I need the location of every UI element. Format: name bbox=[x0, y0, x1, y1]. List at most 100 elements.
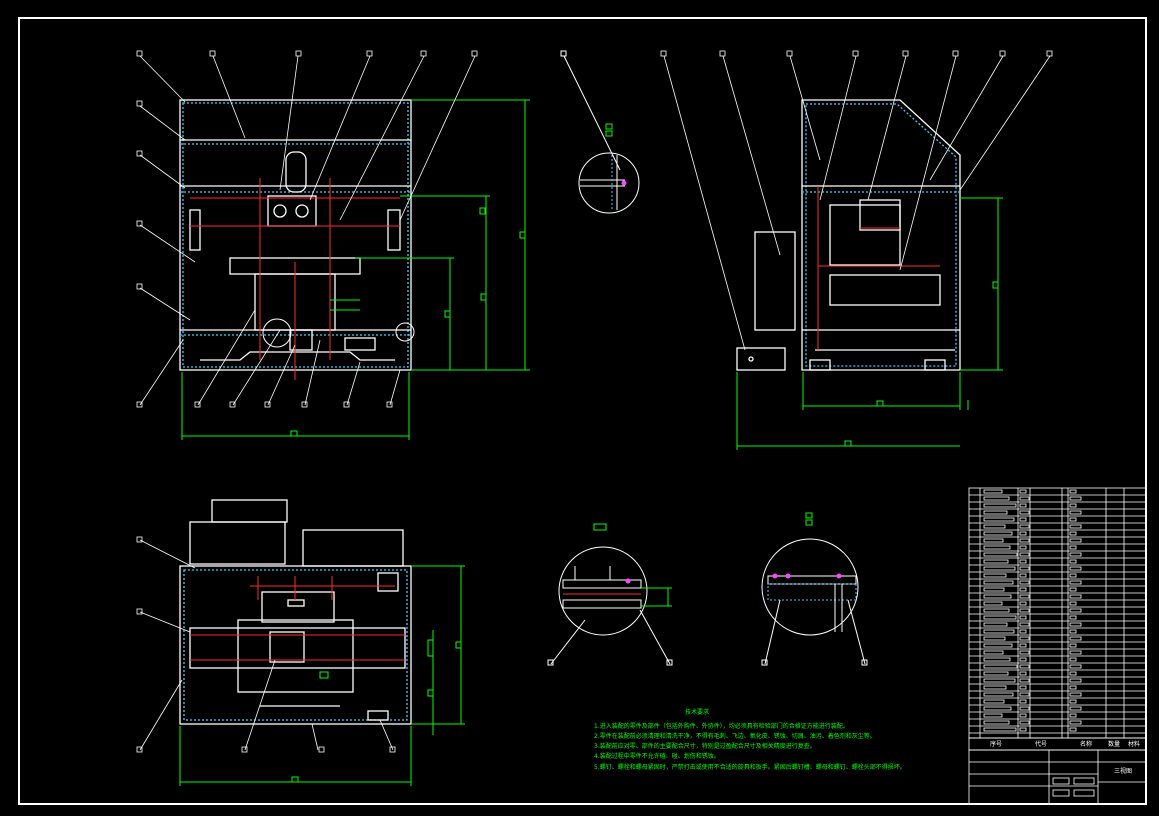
parts-cell-mark bbox=[983, 496, 1010, 501]
parts-cell-mark bbox=[1069, 510, 1082, 515]
parts-cell-mark bbox=[1019, 538, 1030, 543]
parts-cell-mark bbox=[1019, 608, 1030, 613]
tech-requirement-4: 4.装配过程中零件不允许磕、碰、划伤和锈蚀。 bbox=[594, 752, 720, 760]
parts-cell-mark bbox=[1019, 524, 1030, 529]
tech-requirements: 技术要求 1.进入装配的零件及部件（包括外购件、外协件），均必须具有检验部门的合… bbox=[594, 708, 906, 771]
side-view-balloons bbox=[660, 50, 1053, 57]
col-label-material: 材料 bbox=[1128, 740, 1140, 748]
parts-cell-mark bbox=[1019, 545, 1027, 550]
parts-cell-mark bbox=[1019, 685, 1027, 690]
parts-cell-mark bbox=[1019, 713, 1027, 718]
parts-cell-mark bbox=[1069, 566, 1082, 571]
parts-cell-mark bbox=[983, 699, 1005, 704]
parts-cell-mark bbox=[983, 664, 1018, 669]
parts-cell-mark bbox=[983, 559, 1009, 564]
parts-cell-mark bbox=[1069, 559, 1077, 564]
parts-cell-mark bbox=[1069, 650, 1082, 655]
parts-cell-mark bbox=[983, 538, 1004, 543]
parts-cell-mark bbox=[1019, 622, 1030, 627]
parts-cell-mark bbox=[1069, 587, 1077, 592]
parts-cell-mark bbox=[983, 650, 1004, 655]
parts-cell-mark bbox=[1019, 580, 1030, 585]
detail-view-bottom-left-dim bbox=[593, 523, 672, 607]
parts-cell-mark bbox=[1019, 531, 1027, 536]
parts-cell-mark bbox=[1019, 664, 1030, 669]
parts-cell-mark bbox=[983, 531, 1013, 536]
parts-cell-mark bbox=[1019, 510, 1030, 515]
parts-cell-mark bbox=[983, 510, 1008, 515]
parts-cell-mark bbox=[1069, 594, 1082, 599]
parts-cell-mark bbox=[1069, 517, 1077, 522]
parts-cell-mark bbox=[1069, 629, 1077, 634]
parts-cell-mark bbox=[1019, 489, 1027, 494]
detail-view-bottom-left bbox=[547, 546, 673, 666]
col-label-index: 序号 bbox=[990, 740, 1002, 748]
parts-cell-mark bbox=[983, 636, 1006, 641]
parts-cell-mark bbox=[983, 706, 1012, 711]
parts-cell-mark bbox=[983, 615, 1017, 620]
front-view-centerlines bbox=[190, 178, 400, 380]
parts-cell-mark bbox=[1069, 615, 1077, 620]
parts-cell-mark bbox=[1019, 566, 1030, 571]
parts-cell-mark bbox=[1019, 706, 1030, 711]
parts-cell-mark bbox=[1069, 727, 1077, 732]
tech-requirement-1: 1.进入装配的零件及部件（包括外购件、外协件），均必须具有检验部门的合格证方能进… bbox=[594, 722, 849, 730]
parts-cell-mark bbox=[1069, 545, 1077, 550]
parts-cell-mark bbox=[1069, 601, 1077, 606]
detail-view-top bbox=[560, 50, 640, 214]
parts-cell-mark bbox=[1069, 713, 1077, 718]
col-label-code: 代号 bbox=[1035, 740, 1047, 748]
parts-cell-mark bbox=[983, 601, 1003, 606]
detail-label-top bbox=[605, 123, 613, 137]
parts-cell-mark bbox=[1069, 636, 1082, 641]
parts-cell-mark bbox=[983, 552, 1018, 557]
parts-cell-mark bbox=[1019, 657, 1027, 662]
parts-cell-mark bbox=[1019, 496, 1030, 501]
parts-cell-mark bbox=[1069, 552, 1082, 557]
parts-cell-mark bbox=[983, 685, 1007, 690]
parts-cell-mark bbox=[1069, 720, 1082, 725]
side-view-leaders bbox=[663, 55, 1051, 351]
drawing-title: 三视图 bbox=[1114, 767, 1132, 775]
tech-requirement-2: 2.零件在装配前必须清理和清洗干净，不得有毛刺、飞边、氧化皮、锈蚀、切屑、油污、… bbox=[594, 732, 876, 740]
parts-cell-mark bbox=[983, 692, 1014, 697]
parts-cell-mark bbox=[1019, 678, 1030, 683]
parts-cell-mark bbox=[1019, 643, 1027, 648]
parts-cell-mark bbox=[983, 727, 1017, 732]
side-view-centerlines bbox=[817, 186, 940, 350]
top-view bbox=[179, 499, 412, 725]
parts-cell-mark bbox=[1019, 587, 1027, 592]
parts-cell-mark bbox=[1069, 580, 1082, 585]
col-label-qty: 数量 bbox=[1108, 740, 1120, 748]
parts-cell-mark bbox=[983, 608, 1010, 613]
parts-cell-mark bbox=[1069, 524, 1082, 529]
parts-cell-mark bbox=[1019, 636, 1030, 641]
parts-cell-mark bbox=[1069, 608, 1082, 613]
parts-cell-mark bbox=[1069, 573, 1077, 578]
parts-cell-mark bbox=[1019, 503, 1027, 508]
parts-cell-mark bbox=[983, 545, 1011, 550]
parts-cell-mark bbox=[1019, 594, 1030, 599]
drawing-frame bbox=[18, 17, 1147, 805]
top-view-centerlines bbox=[190, 576, 405, 661]
title-block bbox=[968, 749, 1147, 805]
parts-cell-mark bbox=[1019, 629, 1027, 634]
top-view-dimensions bbox=[179, 565, 465, 786]
top-view-balloons bbox=[136, 536, 396, 753]
parts-cell-mark bbox=[983, 678, 1016, 683]
parts-cell-mark bbox=[1069, 489, 1077, 494]
parts-cell-mark bbox=[983, 517, 1015, 522]
top-view-leaders bbox=[139, 539, 394, 751]
side-view-dimensions bbox=[736, 197, 1003, 450]
parts-cell-mark bbox=[983, 671, 1009, 676]
parts-cell-mark bbox=[1069, 657, 1077, 662]
front-view-leaders bbox=[139, 55, 476, 406]
parts-cell-mark bbox=[1069, 664, 1082, 669]
parts-cell-mark bbox=[1069, 496, 1082, 501]
parts-cell-mark bbox=[983, 503, 1017, 508]
parts-cell-mark bbox=[983, 587, 1005, 592]
front-view-balloons bbox=[136, 50, 478, 408]
parts-cell-mark bbox=[1019, 671, 1027, 676]
parts-cell-mark bbox=[983, 580, 1014, 585]
